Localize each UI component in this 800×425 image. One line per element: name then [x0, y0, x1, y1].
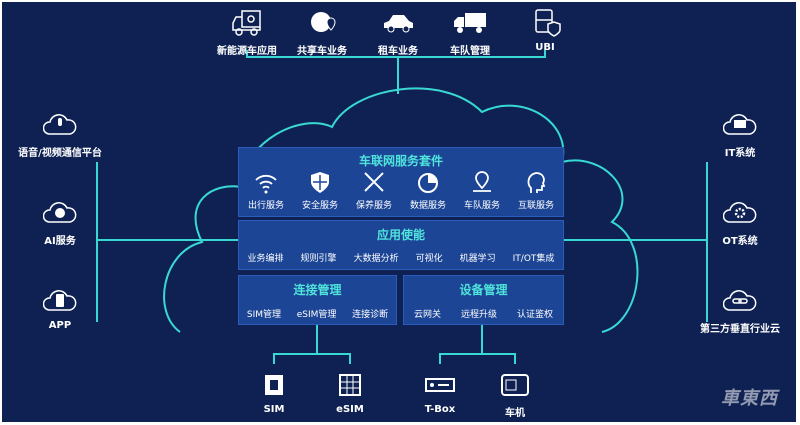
enablement-list: 业务编排 规则引擎 大数据分析 可视化 机器学习 IT/OT集成	[239, 251, 563, 264]
service-label: 数据服务	[409, 201, 446, 211]
cloud-outline	[163, 87, 639, 333]
cloud-gear-icon	[723, 202, 757, 223]
device-item: 云网关	[413, 310, 441, 320]
tbox-icon	[425, 378, 455, 392]
service-suite-panel: 车联网服务套件 出行服务 安全服务 保养服务 数据服务 车队服务 互联服务	[238, 147, 564, 217]
bottom-label: SIM	[263, 404, 285, 415]
connection-item: eSIM管理	[296, 310, 337, 320]
shield-icon	[311, 172, 329, 193]
device-item: 远程升级	[460, 310, 497, 320]
car-icon	[384, 15, 413, 33]
cloud-brain-icon	[43, 202, 77, 223]
top-app-label: UBI	[535, 42, 555, 53]
top-app-rental: 租车业务	[353, 8, 443, 57]
cloud-link-icon	[723, 290, 757, 311]
top-app-label: 车队管理	[450, 46, 490, 57]
service-item: 数据服务	[403, 170, 453, 211]
truck-icon	[454, 13, 486, 33]
head-unit-icon	[501, 374, 529, 396]
top-bracket	[246, 50, 546, 94]
service-label: 互联服务	[517, 201, 554, 211]
bottom-label: T-Box	[424, 404, 456, 415]
service-list: 出行服务 安全服务 保养服务 数据服务 车队服务 互联服务	[239, 170, 563, 211]
service-label: 车队服务	[463, 201, 500, 211]
top-app-ubi: UBI	[500, 8, 590, 53]
panel-title: 应用使能	[376, 228, 425, 242]
right-label: 第三方垂直行业云	[700, 324, 780, 335]
service-label: 出行服务	[247, 201, 284, 211]
watermark: 車東西	[721, 388, 778, 409]
top-app-sharing: 共享车业务	[277, 8, 367, 57]
service-item: 互联服务	[511, 170, 561, 211]
esim-icon	[339, 374, 361, 396]
connection-list: SIM管理 eSIM管理 连接诊断	[239, 307, 396, 320]
device-list: 云网关 远程升级 认证鉴权	[404, 307, 563, 320]
bottom-bracket	[273, 324, 516, 364]
app-enablement-panel: 应用使能 业务编排 规则引擎 大数据分析 可视化 机器学习 IT/OT集成	[238, 220, 564, 270]
left-app: APP	[15, 286, 105, 331]
enablement-item: 业务编排	[247, 254, 284, 264]
panel-title: 设备管理	[459, 283, 508, 297]
enablement-item: 机器学习	[459, 254, 496, 264]
connection-item: 连接诊断	[352, 310, 389, 320]
right-it: IT系统	[695, 110, 785, 159]
device-item: 认证鉴权	[516, 310, 553, 320]
sim-icon	[265, 375, 283, 395]
service-item: 安全服务	[295, 170, 345, 211]
bottom-tbox: T-Box	[395, 370, 485, 415]
bus-shield-icon	[535, 9, 561, 37]
bottom-label: eSIM	[336, 404, 364, 415]
cloud-app-icon	[43, 290, 77, 311]
service-item: 保养服务	[349, 170, 399, 211]
enablement-item: 大数据分析	[353, 254, 399, 264]
left-label: AI服务	[44, 236, 76, 247]
right-third-party: 第三方垂直行业云	[685, 286, 795, 335]
left-label: APP	[48, 320, 72, 331]
right-label: IT系统	[724, 148, 756, 159]
head-icon	[527, 172, 546, 193]
tools-icon	[364, 172, 384, 192]
service-item: 车队服务	[457, 170, 507, 211]
bottom-sim: SIM	[229, 370, 319, 415]
right-ot: OT系统	[695, 198, 785, 247]
enablement-item: IT/OT集成	[512, 254, 555, 264]
bottom-head-unit: 车机	[470, 370, 560, 419]
right-label: OT系统	[722, 236, 758, 247]
service-label: 安全服务	[301, 201, 338, 211]
top-app-ev: 新能源车应用	[202, 8, 292, 57]
bottom-label: 车机	[505, 408, 525, 419]
enablement-item: 可视化	[415, 254, 443, 264]
enablement-item: 规则引擎	[300, 254, 337, 264]
left-ai: AI服务	[15, 198, 105, 247]
wifi-icon	[255, 174, 277, 194]
globe-pin-icon	[311, 12, 336, 32]
bottom-esim: eSIM	[305, 370, 395, 415]
cloud-mic-icon	[43, 114, 77, 135]
connection-management-panel: 连接管理 SIM管理 eSIM管理 连接诊断	[238, 275, 397, 325]
service-item: 出行服务	[241, 170, 291, 211]
connection-item: SIM管理	[246, 310, 281, 320]
top-app-fleet: 车队管理	[425, 8, 515, 57]
ev-truck-icon	[232, 10, 261, 36]
device-management-panel: 设备管理 云网关 远程升级 认证鉴权	[403, 275, 564, 325]
side-verticals	[96, 162, 708, 322]
left-voice-video: 语音/视频通信平台	[5, 110, 115, 159]
cloud-monitor-icon	[723, 114, 757, 135]
pie-chart-icon	[418, 173, 438, 193]
panel-title: 车联网服务套件	[358, 154, 443, 168]
service-label: 保养服务	[355, 201, 392, 211]
top-app-label: 租车业务	[378, 46, 418, 57]
top-app-label: 共享车业务	[297, 46, 347, 57]
left-label: 语音/视频通信平台	[18, 148, 102, 159]
location-pin-icon	[473, 171, 491, 192]
panel-title: 连接管理	[293, 283, 342, 297]
top-app-label: 新能源车应用	[217, 46, 277, 57]
